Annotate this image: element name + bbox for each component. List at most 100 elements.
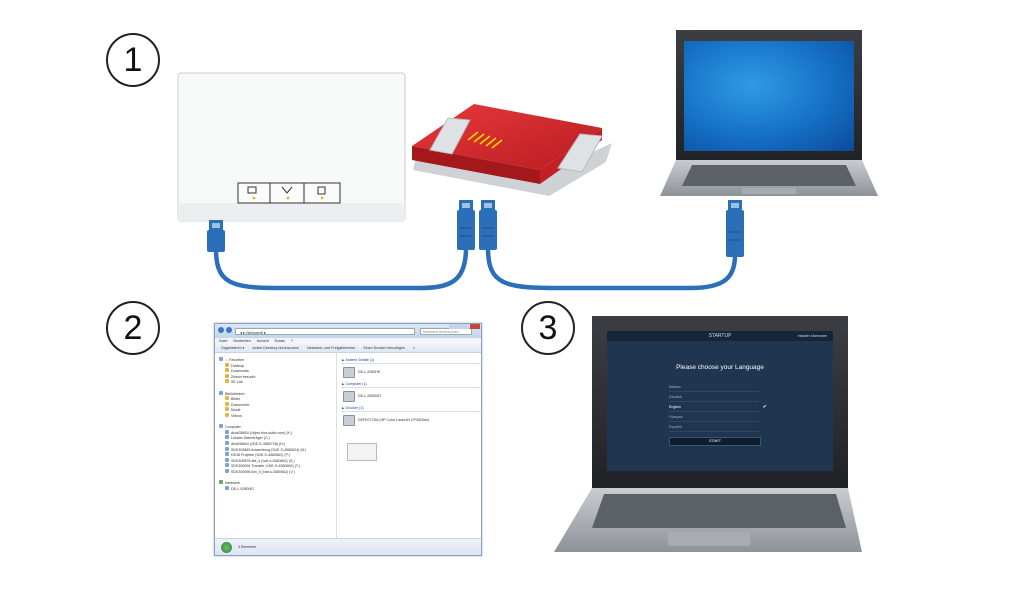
menu-item[interactable]: Datei	[219, 339, 228, 343]
nav-item[interactable]: DE-L-9280087	[219, 485, 336, 492]
start-button[interactable]: START	[669, 437, 761, 446]
group-header[interactable]: ▲ Andere Geräte (1)	[341, 357, 481, 364]
command-add-printer[interactable]: Einen Drucker hinzufügen	[363, 346, 405, 350]
nav-item[interactable]: Netzwerk	[219, 480, 336, 486]
ethernet-plugs	[207, 200, 744, 257]
nav-item[interactable]: Zuletzt besucht	[219, 373, 336, 380]
device-item[interactable]: DE-L-9280HK	[343, 366, 481, 378]
ethernet-cables	[213, 245, 738, 291]
nav-item[interactable]: Bibliotheken	[219, 390, 336, 397]
device-label: DE-L-9280HK	[358, 370, 381, 374]
nav-item-label: Bibliotheken	[225, 391, 245, 396]
nav-item-label: SDK309926 Transfer (\\DE-S-4580662) (T:)	[231, 464, 300, 469]
folder-icon	[225, 407, 229, 412]
nav-item[interactable]: SDK309869 Anwendung (\\DE-S-4580624) (N:…	[219, 446, 336, 453]
nav-item[interactable]: SE Lab	[219, 379, 336, 385]
maximize-icon[interactable]	[459, 324, 469, 329]
nav-item[interactable]: Computer	[219, 424, 336, 430]
drive-icon	[225, 440, 229, 445]
network-globe-icon	[221, 541, 232, 553]
nav-item[interactable]: Lokaler Datenträger (C:)	[219, 435, 336, 441]
folder-icon	[225, 362, 229, 367]
nav-item-label: SDK309878 abt_s (\\de-s-4580662) (S:)	[231, 458, 295, 463]
group-header[interactable]: ▲ Computer (1)	[341, 381, 481, 388]
nav-item[interactable]: Dokumente	[219, 401, 336, 408]
nav-item-label: Downloads	[231, 369, 249, 374]
status-text: 3 Elemente	[238, 545, 257, 549]
drive-icon	[225, 452, 229, 457]
command-bar: Organisieren ▾ Active Directory durchsuc…	[215, 344, 481, 353]
language-label: Deutsch	[669, 395, 683, 399]
nav-item-label: Bilder	[231, 397, 241, 402]
menu-item[interactable]: ?	[290, 339, 293, 343]
device-thumbnail[interactable]	[347, 443, 377, 461]
language-option[interactable]: Deutsch	[669, 393, 759, 402]
nav-item-label: Desktop	[231, 363, 245, 368]
content-pane: ▲ Andere Geräte (1) DE-L-9280HK ▲ Computer…	[337, 353, 481, 539]
device-item[interactable]: DEFB717DA (HP Color LaserJet CP4525dn)	[343, 414, 481, 426]
explorer-titlebar: ◂ ▸ Netzwerk ▸ Netzwerk durchsuchen	[215, 324, 481, 338]
nav-item[interactable]: SDK309926 Transfer (\\DE-S-4580662) (T:)	[219, 463, 336, 469]
gateway-buttons	[237, 182, 341, 204]
nav-item[interactable]: dkub38604 (\\dpsr.thcs.dubb.com) (K:)	[219, 429, 336, 436]
language-label: English	[669, 405, 681, 409]
nav-item[interactable]: Downloads	[219, 368, 336, 374]
drive-icon	[225, 446, 229, 451]
menu-bar: Datei Bearbeiten Ansicht Extras ?	[215, 338, 481, 344]
device-item[interactable]: DE-L-9280087	[343, 390, 481, 402]
network-icon	[219, 480, 223, 485]
menu-item[interactable]: Ansicht	[256, 339, 269, 343]
device-label: DEFB717DA (HP Color LaserJet CP4525dn)	[358, 418, 430, 422]
close-icon[interactable]	[470, 324, 480, 329]
language-label: Español	[669, 425, 682, 429]
nav-item-label: Dokumente	[231, 402, 250, 407]
menu-item[interactable]: Bearbeiten	[233, 339, 251, 343]
language-option[interactable]: English ✔	[669, 403, 767, 412]
folder-icon	[225, 379, 229, 384]
search-input[interactable]: Netzwerk durchsuchen	[420, 328, 472, 335]
startup-header: STARTUP Installer Username	[607, 331, 833, 341]
command-organize[interactable]: Organisieren ▾	[221, 346, 245, 350]
nav-item[interactable]: Desktop	[219, 362, 336, 369]
nav-item[interactable]: SDK309878 abt_s (\\de-s-4580662) (S:)	[219, 457, 336, 464]
command-more[interactable]: »	[412, 346, 415, 350]
library-icon	[219, 390, 223, 395]
drive-icon	[225, 468, 229, 473]
nav-item[interactable]: Bilder	[219, 396, 336, 402]
computer-icon	[343, 366, 355, 378]
printer-icon	[343, 414, 355, 426]
group-header[interactable]: ▲ Drucker (1)	[341, 405, 481, 412]
computer-icon	[219, 424, 223, 429]
nav-item[interactable]: Musik	[219, 407, 336, 413]
nav-item-label: SDK309869 Anwendung (\\DE-S-4580624) (N:…	[231, 447, 307, 452]
language-option[interactable]: Français	[669, 413, 759, 422]
star-icon	[219, 357, 223, 361]
nav-item[interactable]: Videos	[219, 412, 336, 419]
device-label: DE-L-9280087	[358, 394, 382, 398]
command-active-directory[interactable]: Active Directory durchsuchen	[252, 346, 300, 350]
address-bar[interactable]: ◂ ▸ Netzwerk ▸	[235, 328, 415, 335]
nav-item-label: dkub38604 (\\DE-S-4580728) (H:)	[231, 441, 285, 446]
language-option[interactable]: Español	[669, 423, 759, 432]
command-network-center[interactable]: Netzwerk- und Freigabecenter	[307, 346, 356, 350]
gateway-device	[177, 72, 406, 222]
startup-title: STARTUP	[708, 333, 732, 339]
forward-icon[interactable]	[226, 327, 232, 333]
minimize-icon[interactable]	[449, 324, 459, 329]
router-leds	[467, 131, 503, 149]
menu-item[interactable]: Extras	[274, 339, 285, 343]
language-option[interactable]: Italiano	[669, 383, 759, 392]
nav-item[interactable]: ☆ Favoriten	[219, 357, 336, 363]
checkmark-icon: ✔	[762, 404, 767, 410]
nav-item[interactable]: DE48 Projekte (\\DE-S-4580662) (P:)	[219, 452, 336, 458]
step-number-3: 3	[521, 301, 575, 355]
nav-item-label: Computer	[225, 425, 241, 430]
nav-item[interactable]: SDK309396 Abt_5 (\\de-s-4580662) (V:)	[219, 468, 336, 475]
nav-item[interactable]: dkub38604 (\\DE-S-4580728) (H:)	[219, 440, 336, 447]
nav-item-label: Musik	[231, 408, 241, 413]
back-icon[interactable]	[218, 327, 224, 333]
folder-icon	[225, 373, 229, 378]
status-bar: 3 Elemente	[215, 538, 481, 555]
